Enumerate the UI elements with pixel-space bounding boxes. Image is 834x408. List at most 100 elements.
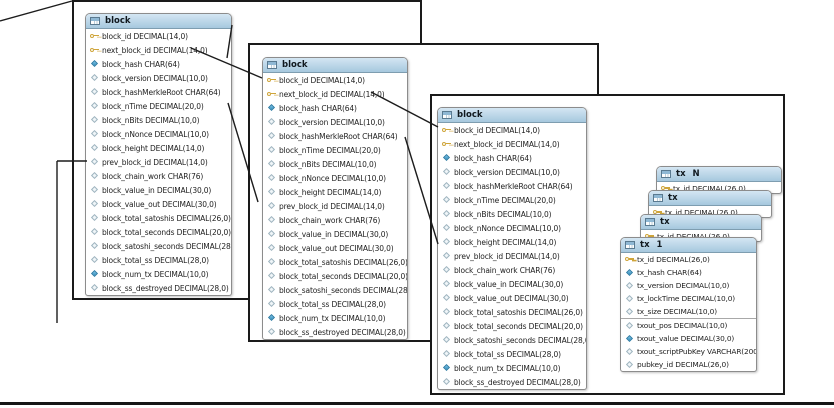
table-row: tx_hash CHAR(64) — [621, 266, 756, 279]
diamond-icon — [267, 216, 276, 225]
table-icon — [442, 111, 452, 119]
table-row: block_total_seconds DECIMAL(20,0) — [438, 319, 586, 333]
table-tx-1: tx 1 tx_id DECIMAL(26,0) tx_hash CHAR(64… — [620, 237, 757, 372]
table-row: block_hash CHAR(64) — [263, 101, 407, 115]
table-row: block_hashMerkleRoot CHAR(64) — [263, 129, 407, 143]
diamond-icon — [442, 364, 451, 373]
table-row: block_nTime DECIMAL(20,0) — [263, 143, 407, 157]
column-label: block_height DECIMAL(14,0) — [279, 187, 382, 197]
table-tx-n: tx N tx_id DECIMAL(26,0) — [656, 166, 782, 194]
diamond-icon — [442, 154, 451, 163]
table-icon — [267, 61, 277, 69]
table-title: tx — [668, 193, 678, 203]
diamond-icon — [442, 168, 451, 177]
table-row: block_nTime DECIMAL(20,0) — [438, 193, 586, 207]
table-row: block_ss_destroyed DECIMAL(28,0) — [438, 375, 586, 389]
key-icon — [90, 32, 99, 41]
table-row: next_block_id DECIMAL(14,0) — [263, 87, 407, 101]
key-icon — [625, 255, 634, 264]
diamond-icon — [90, 74, 99, 83]
table-row: block_total_ss DECIMAL(28,0) — [263, 297, 407, 311]
table-tx-a-rows: tx_id DECIMAL(26,0) — [649, 206, 771, 217]
column-label: pubkey_id DECIMAL(26,0) — [637, 360, 729, 369]
table-title-suffix: N — [692, 169, 700, 179]
column-label: block_satoshi_seconds DECIMAL(28,0) — [102, 241, 231, 251]
key-icon — [653, 208, 662, 217]
column-label: block_chain_work CHAR(76) — [454, 265, 556, 275]
column-label: tx_id DECIMAL(26,0) — [665, 208, 738, 217]
table-row: block_height DECIMAL(14,0) — [263, 185, 407, 199]
diamond-icon — [625, 347, 634, 356]
diamond-icon — [442, 252, 451, 261]
table-row: block_total_ss DECIMAL(28,0) — [86, 253, 231, 267]
column-label: block_nTime DECIMAL(20,0) — [102, 101, 204, 111]
table-tx-1-header: tx 1 — [621, 238, 756, 253]
diamond-icon — [625, 321, 634, 330]
column-label: block_nTime DECIMAL(20,0) — [279, 145, 381, 155]
column-label: block_nNonce DECIMAL(10,0) — [279, 173, 386, 183]
column-label: block_total_satoshis DECIMAL(26,0) — [279, 257, 407, 267]
table-row: next_block_id DECIMAL(14,0) — [438, 137, 586, 151]
diamond-icon — [267, 300, 276, 309]
table-row: txout_scriptPubKey VARCHAR(20000) — [621, 345, 756, 358]
column-label: tx_id DECIMAL(26,0) — [657, 232, 730, 241]
table-row: tx_id DECIMAL(26,0) — [657, 182, 781, 193]
diamond-icon — [267, 160, 276, 169]
diamond-icon — [267, 286, 276, 295]
column-label: block_chain_work CHAR(76) — [102, 171, 204, 181]
table-row: block_id DECIMAL(14,0) — [263, 73, 407, 87]
column-label: block_total_ss DECIMAL(28,0) — [279, 299, 386, 309]
table-icon — [661, 170, 671, 178]
table-row: prev_block_id DECIMAL(14,0) — [263, 199, 407, 213]
column-label: block_value_in DECIMAL(30,0) — [279, 229, 389, 239]
column-label: txout_value DECIMAL(30,0) — [637, 334, 735, 343]
column-label: tx_size DECIMAL(10,0) — [637, 307, 717, 316]
table-icon — [90, 17, 100, 25]
column-label: block_hashMerkleRoot CHAR(64) — [279, 131, 398, 141]
table-row: tx_id DECIMAL(26,0) — [621, 253, 756, 266]
diamond-icon — [90, 284, 99, 293]
table-row: block_value_in DECIMAL(30,0) — [86, 183, 231, 197]
table-row: block_satoshi_seconds DECIMAL(28,0) — [438, 333, 586, 347]
column-label: block_ss_destroyed DECIMAL(28,0) — [454, 377, 581, 387]
table-icon — [625, 241, 635, 249]
column-label: block_hashMerkleRoot CHAR(64) — [102, 87, 221, 97]
diamond-icon — [442, 210, 451, 219]
column-label: block_nBits DECIMAL(10,0) — [102, 115, 200, 125]
column-label: block_num_tx DECIMAL(10,0) — [454, 363, 561, 373]
column-label: block_total_ss DECIMAL(28,0) — [454, 349, 561, 359]
column-label: block_id DECIMAL(14,0) — [454, 125, 540, 135]
table-icon — [645, 218, 655, 226]
diamond-icon — [267, 314, 276, 323]
diamond-icon — [267, 104, 276, 113]
key-icon — [442, 126, 451, 135]
diamond-icon — [625, 307, 634, 316]
diamond-icon — [625, 281, 634, 290]
table-row: block_value_out DECIMAL(30,0) — [438, 291, 586, 305]
table-row: block_hashMerkleRoot CHAR(64) — [86, 85, 231, 99]
page-bottom-rule — [0, 402, 834, 405]
table-block-3: block block_id DECIMAL(14,0) next_block_… — [437, 107, 587, 390]
diamond-icon — [625, 360, 634, 369]
table-row: block_nNonce DECIMAL(10,0) — [86, 127, 231, 141]
diamond-icon — [267, 188, 276, 197]
table-title-suffix: 1 — [656, 240, 663, 250]
table-row: block_total_seconds DECIMAL(20,0) — [86, 225, 231, 239]
column-label: txout_pos DECIMAL(10,0) — [637, 321, 728, 330]
column-label: next_block_id DECIMAL(14,0) — [102, 45, 208, 55]
diamond-icon — [90, 88, 99, 97]
diamond-icon — [90, 116, 99, 125]
diamond-icon — [442, 182, 451, 191]
table-row: block_id DECIMAL(14,0) — [86, 29, 231, 43]
column-label: block_nNonce DECIMAL(10,0) — [102, 129, 209, 139]
table-title: block — [105, 16, 131, 26]
column-label: block_version DECIMAL(10,0) — [102, 73, 208, 83]
diamond-icon — [625, 294, 634, 303]
column-label: block_total_ss DECIMAL(28,0) — [102, 255, 209, 265]
table-row: block_value_in DECIMAL(30,0) — [263, 227, 407, 241]
column-label: block_ss_destroyed DECIMAL(28,0) — [102, 283, 229, 293]
diamond-icon — [267, 118, 276, 127]
diamond-icon — [442, 294, 451, 303]
table-row: tx_size DECIMAL(10,0) — [621, 305, 756, 318]
column-label: tx_id DECIMAL(26,0) — [673, 184, 746, 193]
